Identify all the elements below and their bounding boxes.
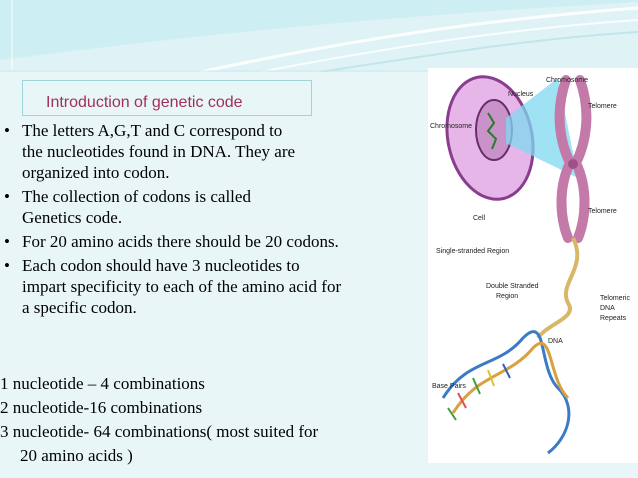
label-telomeric-1: Telomeric — [600, 295, 630, 302]
bullet-line: The collection of codons is called — [22, 187, 251, 206]
dna-strand — [441, 330, 571, 455]
combination-line: 3 nucleotide- 64 combinations( most suit… — [0, 422, 319, 441]
label-nucleus: Nucleus — [508, 91, 534, 98]
label-telomeric-3: Repeats — [600, 315, 627, 322]
label-telomeric-2: DNA — [600, 305, 615, 312]
bullet-marker: • — [4, 232, 10, 251]
dna-coil — [536, 237, 580, 340]
bullet-line: Each codon should have 3 nucleotides to — [22, 256, 300, 275]
label-chromosome-top: Chromosome — [546, 77, 588, 84]
bullet-item: • The letters A,G,T and C correspond to … — [0, 120, 430, 183]
bullet-item: • The collection of codons is called Gen… — [0, 186, 430, 228]
bullet-list: • The letters A,G,T and C correspond to … — [0, 120, 430, 321]
bullet-line: organized into codon. — [22, 163, 170, 182]
bullet-line: the nucleotides found in DNA. They are — [22, 142, 296, 161]
bullet-line: For 20 amino acids there should be 20 co… — [22, 232, 339, 251]
label-single-stranded: Single-stranded Region — [436, 248, 509, 255]
combination-line: 2 nucleotide-16 combinations — [0, 398, 203, 417]
label-double-stranded-1: Double Stranded — [486, 283, 539, 290]
combinations-list: 1 nucleotide – 4 combinations 2 nucleoti… — [0, 372, 440, 468]
label-base-pairs: Base Pairs — [432, 383, 466, 390]
dna-chromosome-illustration: Chromosome Nucleus Telomere Chromosome C… — [428, 68, 638, 463]
bullet-item: • For 20 amino acids there should be 20 … — [0, 231, 430, 252]
label-cell: Cell — [473, 215, 486, 222]
combination-line: 1 nucleotide – 4 combinations — [0, 374, 205, 393]
bullet-marker: • — [4, 256, 10, 275]
bullet-marker: • — [4, 121, 10, 140]
label-double-stranded-2: Region — [496, 293, 518, 300]
bullet-line: impart specificity to each of the amino … — [22, 277, 342, 296]
title-box — [22, 80, 312, 116]
bullet-line: Genetics code. — [22, 208, 123, 227]
bullet-marker: • — [4, 187, 10, 206]
label-chromosome-left: Chromosome — [430, 123, 472, 130]
bullet-line: a specific codon. — [22, 298, 137, 317]
bullet-item: • Each codon should have 3 nucleotides t… — [0, 255, 430, 318]
combination-line: 20 amino acids ) — [20, 446, 133, 465]
label-telomere-top: Telomere — [588, 103, 617, 110]
header-wave-decoration — [0, 0, 638, 72]
label-dna: DNA — [548, 338, 563, 345]
bullet-line: The letters A,G,T and C correspond to — [22, 121, 283, 140]
dna-diagram: Chromosome Nucleus Telomere Chromosome C… — [430, 75, 630, 455]
slide-title: Introduction of genetic code — [46, 94, 243, 111]
label-telomere-mid: Telomere — [588, 208, 617, 215]
